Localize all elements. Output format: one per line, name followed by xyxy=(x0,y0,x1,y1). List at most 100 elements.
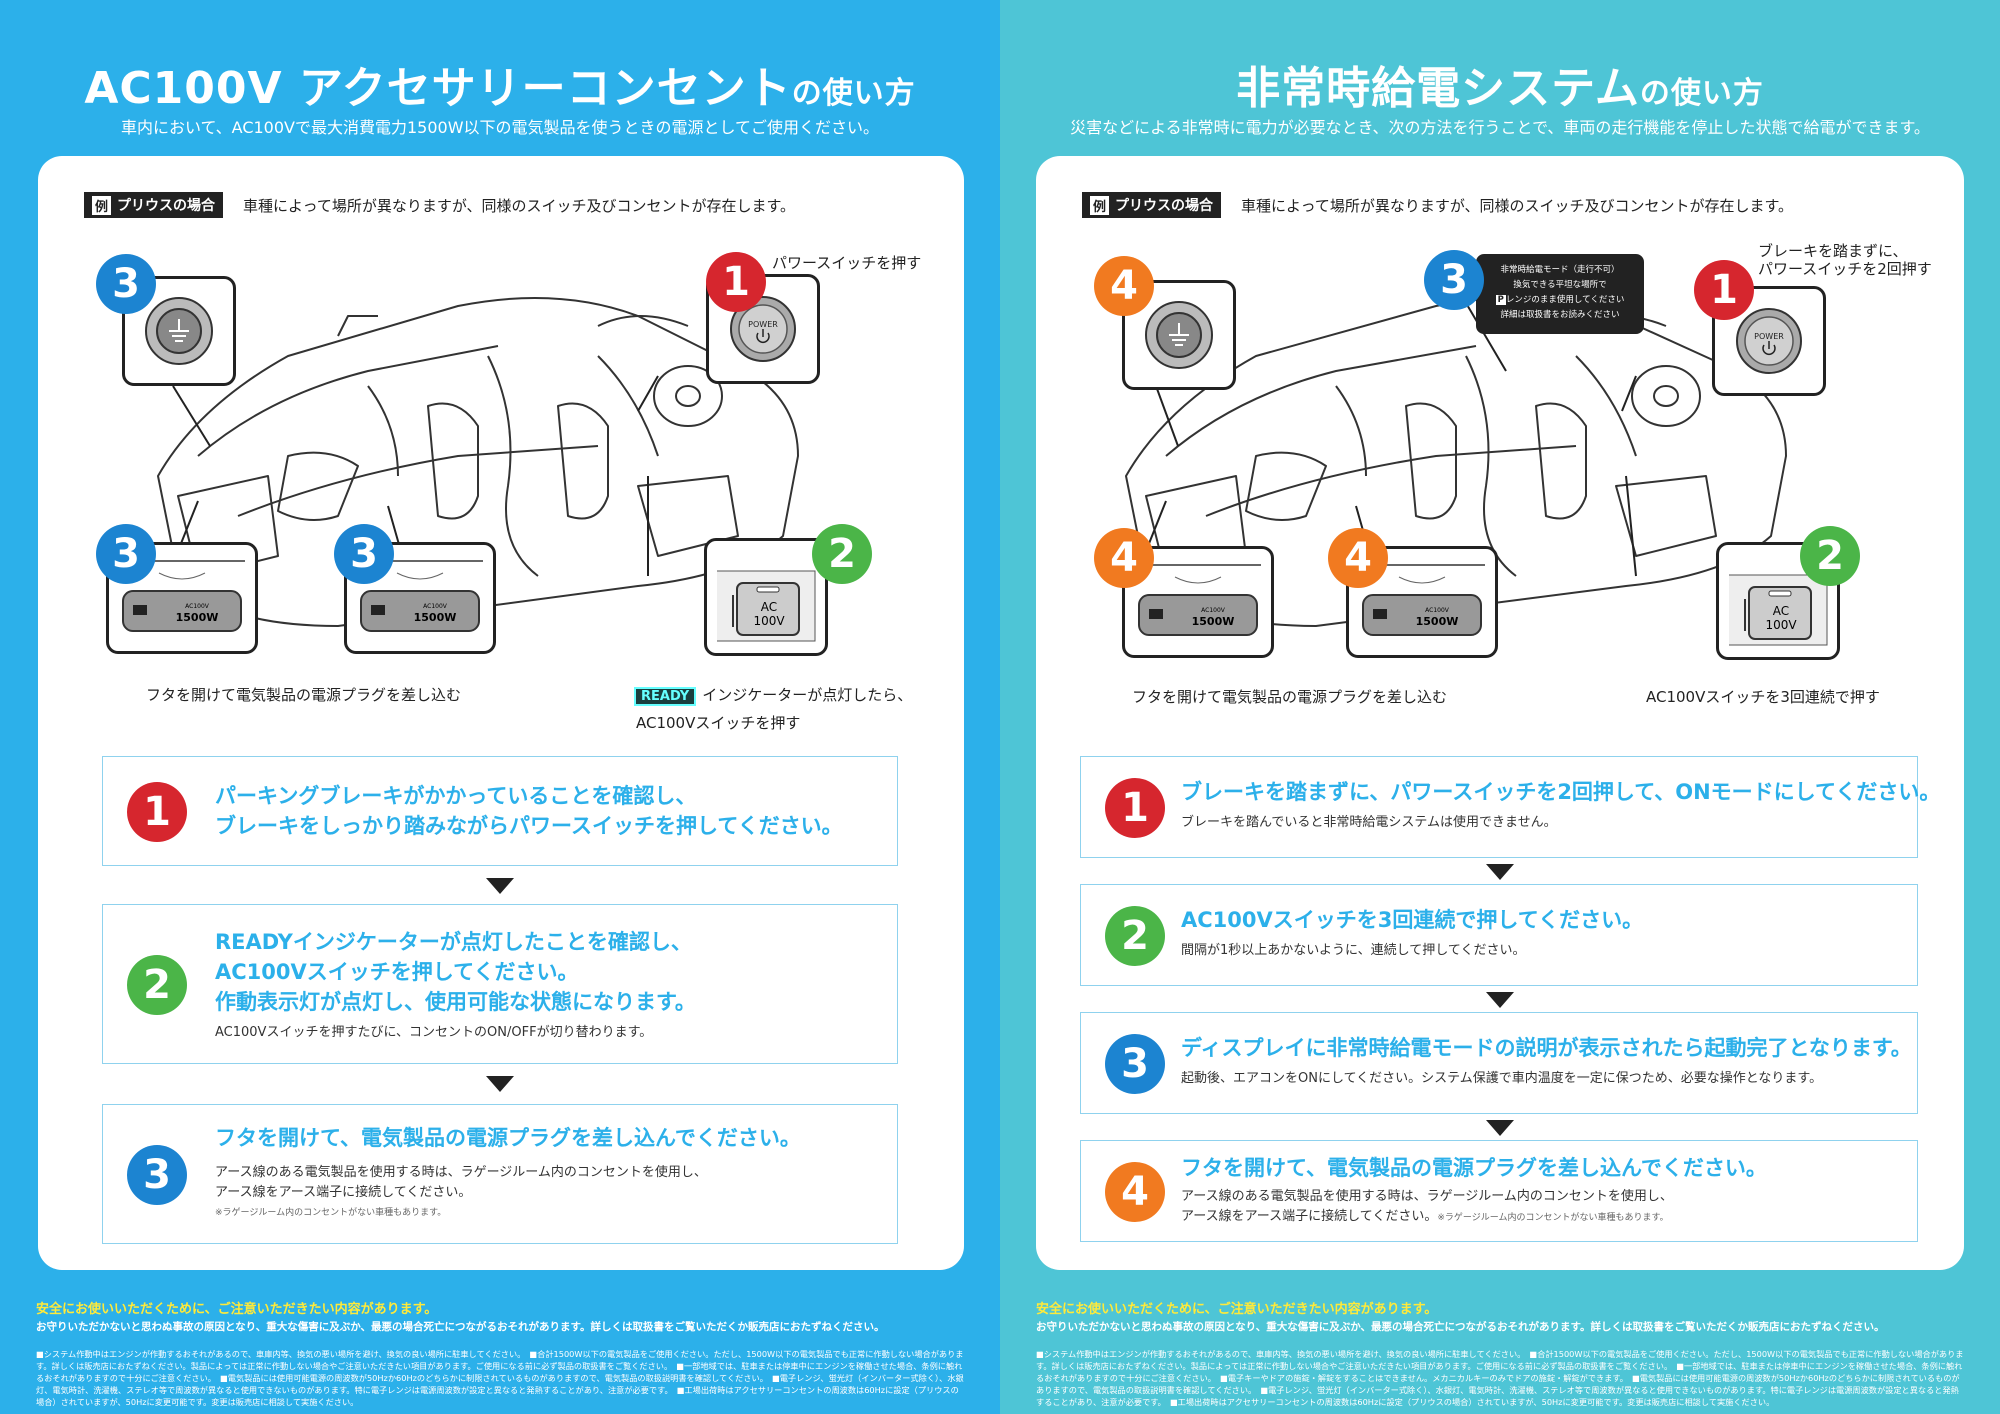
example-rei: 例 xyxy=(1090,195,1110,215)
outlet-big-text: 1500W xyxy=(414,611,457,624)
label-switch: AC100Vスイッチを3回連続で押す xyxy=(1646,688,1880,706)
example-tag-label: プリウスの場合 xyxy=(117,198,216,214)
step-description-2: アース線をアース端子に接続してください。 xyxy=(215,1185,472,1200)
safety-footer: 安全にお使いいただくために、ご注意いただきたい内容があります。 お守りいただかな… xyxy=(1036,1298,1966,1408)
display-line-2: 換気できる平坦な場所で xyxy=(1513,280,1607,290)
step-description-2-text: アース線をアース端子に接続してください。 xyxy=(1181,1209,1438,1224)
panel-subtitle: 災害などによる非常時に電力が必要なとき、次の方法を行うことで、車両の走行機能を停… xyxy=(1070,118,1930,137)
step-1: 1 パーキングブレーキがかかっていることを確認し、 ブレーキをしっかり踏みながら… xyxy=(102,756,898,866)
callout-number-ground: 3 xyxy=(96,254,156,314)
step-number: 3 xyxy=(127,1145,187,1205)
footer-warning: 安全にお使いいただくために、ご注意いただきたい内容があります。 xyxy=(36,1302,438,1317)
example-tag: 例プリウスの場合 xyxy=(1082,192,1222,218)
display-line-4: 詳細は取扱書をお読みください xyxy=(1500,310,1620,320)
step-heading-line-2: ブレーキをしっかり踏みながらパワースイッチを押してください。 xyxy=(215,814,843,838)
ac-switch-text-1: AC xyxy=(1773,604,1789,618)
ac-switch-text-2: 100V xyxy=(1765,618,1797,632)
label-ready-2: AC100Vスイッチを押す xyxy=(636,714,801,732)
footer-warning: 安全にお使いいただくために、ご注意いただきたい内容があります。 xyxy=(1036,1302,1438,1317)
label-power-2: パワースイッチを2回押す xyxy=(1758,260,1932,278)
step-note: ※ラゲージルーム内のコンセントがない車種もあります。 xyxy=(1437,1213,1669,1223)
emergency-power-panel: 非常時給電システムの使い方 災害などによる非常時に電力が必要なとき、次の方法を行… xyxy=(1000,0,2000,1414)
panel-title: 非常時給電システムの使い方 xyxy=(1000,52,2000,116)
down-arrow-icon xyxy=(486,1076,514,1092)
example-tag-label: プリウスの場合 xyxy=(1115,198,1214,214)
panel-subtitle: 車内において、AC100Vで最大消費電力1500W以下の電気製品を使うときの電源… xyxy=(120,118,880,137)
step-heading: フタを開けて、電気製品の電源プラグを差し込んでください。 xyxy=(1181,1156,1767,1180)
step-3: 3 フタを開けて、電気製品の電源プラグを差し込んでください。 アース線のある電気… xyxy=(102,1104,898,1244)
callout-number-ground: 4 xyxy=(1094,256,1154,316)
callout-number-outlet-b: 4 xyxy=(1328,528,1388,588)
callout-number-power: 1 xyxy=(706,252,766,312)
footer-warning-line: お守りいただかないと思わぬ事故の原因となり、重大な傷害に及ぶか、最悪の場合死亡に… xyxy=(1036,1321,1885,1333)
callout-number-outlet-a: 4 xyxy=(1094,528,1154,588)
step-heading-line-2: AC100Vスイッチを押してください。 xyxy=(215,960,579,984)
step-heading-line-3: 作動表示灯が点灯し、使用可能な状態になります。 xyxy=(215,990,696,1014)
step-description: ブレーキを踏んでいると非常時給電システムは使用できません。 xyxy=(1181,815,1557,830)
step-heading-line-1: パーキングブレーキがかかっていることを確認し、 xyxy=(215,784,697,808)
outlet-small-text: AC100V xyxy=(423,603,448,610)
label-outlet: フタを開けて電気製品の電源プラグを差し込む xyxy=(146,686,462,704)
ac-switch-icon: AC 100V xyxy=(1729,574,1828,646)
outlet-callout-b: AC100V 1500W xyxy=(1346,546,1498,658)
label-power: パワースイッチを押す xyxy=(772,254,922,272)
power-btn-text: POWER xyxy=(748,320,778,329)
step-heading: AC100Vスイッチを3回連続で押してください。 xyxy=(1181,908,1644,932)
callout-number-power: 1 xyxy=(1694,260,1754,320)
title-main: 非常時給電システム xyxy=(1236,63,1640,114)
step-1: 1 ブレーキを踏まずに、パワースイッチを2回押して、ONモードにしてください。 … xyxy=(1080,756,1940,858)
outlet-cover-icon: AC100V 1500W xyxy=(1359,564,1485,636)
callout-number-outlet-b: 3 xyxy=(334,524,394,584)
step-description-2: アース線をアース端子に接続してください。※ラゲージルーム内のコンセントがない車種… xyxy=(1181,1207,1669,1228)
step-number: 4 xyxy=(1105,1162,1165,1222)
outlet-small-text: AC100V xyxy=(185,603,210,610)
step-note: ※ラゲージルーム内のコンセントがない車種もあります。 xyxy=(215,1208,447,1218)
example-row: 例プリウスの場合 車種によって場所が異なりますが、同様のスイッチ及びコンセントが… xyxy=(84,192,795,218)
car-interior-illustration xyxy=(157,297,799,627)
display-p-badge: P xyxy=(1495,295,1506,305)
step-description-1: アース線のある電気製品を使用する時は、ラゲージルーム内のコンセントを使用し、 xyxy=(1181,1189,1673,1204)
instruction-card: 例プリウスの場合 車種によって場所が異なりますが、同様のスイッチ及びコンセントが… xyxy=(38,156,964,1270)
down-arrow-icon xyxy=(486,878,514,894)
callout-number-outlet-a: 3 xyxy=(96,524,156,584)
down-arrow-icon xyxy=(1486,992,1514,1008)
example-text: 車種によって場所が異なりますが、同様のスイッチ及びコンセントが存在します。 xyxy=(1241,196,1794,215)
step-description: 間隔が1秒以上あかないように、連続して押してください。 xyxy=(1181,943,1526,958)
ac-switch-icon: AC 100V xyxy=(717,570,816,642)
step-2: 2 READYインジケーターが点灯したことを確認し、 AC100Vスイッチを押し… xyxy=(102,904,898,1064)
panel-title: AC100V アクセサリーコンセントの使い方 xyxy=(0,52,1000,116)
display-line-1: 非常時給電モード（走行不可） xyxy=(1500,265,1620,275)
title-suffix: の使い方 xyxy=(1639,76,1764,111)
footer-body: ■システム作動中はエンジンが作動するおそれがあるので、車庫内等、換気の悪い場所を… xyxy=(36,1349,964,1407)
example-tag: 例プリウスの場合 xyxy=(84,192,224,218)
accessory-outlet-panel: AC100V アクセサリーコンセントの使い方 車内において、AC100Vで最大消… xyxy=(0,0,1000,1414)
step-3: 3 ディスプレイに非常時給電モードの説明が表示されたら起動完了となります。 起動… xyxy=(1080,1012,1918,1114)
callout-number-display: 3 xyxy=(1424,250,1484,310)
label-power-1: ブレーキを踏まずに、 xyxy=(1758,242,1908,260)
outlet-small-text: AC100V xyxy=(1425,607,1450,614)
instruction-card: 例プリウスの場合 車種によって場所が異なりますが、同様のスイッチ及びコンセントが… xyxy=(1036,156,1964,1270)
outlet-big-text: 1500W xyxy=(1416,615,1459,628)
step-heading: フタを開けて、電気製品の電源プラグを差し込んでください。 xyxy=(215,1126,801,1150)
step-number: 3 xyxy=(1105,1034,1165,1094)
label-outlet: フタを開けて電気製品の電源プラグを差し込む xyxy=(1132,688,1448,706)
outlet-big-text: 1500W xyxy=(1192,615,1235,628)
display-line-3-text: レンジのまま使用してください xyxy=(1505,295,1625,305)
outlet-big-text: 1500W xyxy=(176,611,219,624)
step-heading: ブレーキを踏まずに、パワースイッチを2回押して、ONモードにしてください。 xyxy=(1181,780,1941,804)
power-button-icon: POWER xyxy=(730,296,796,362)
outlet-cover-icon: AC100V 1500W xyxy=(1135,564,1261,636)
ready-indicator-badge: READY xyxy=(634,687,697,706)
power-btn-text: POWER xyxy=(1754,332,1784,341)
title-main: AC100V アクセサリーコンセント xyxy=(84,63,792,114)
step-description-1: アース線のある電気製品を使用する時は、ラゲージルーム内のコンセントを使用し、 xyxy=(215,1165,707,1180)
down-arrow-icon xyxy=(1486,864,1514,880)
ac-switch-text-1: AC xyxy=(761,600,777,614)
safety-footer: 安全にお使いいただくために、ご注意いただきたい内容があります。 お守りいただかな… xyxy=(36,1298,966,1408)
step-description: AC100Vスイッチを押すたびに、コンセントのON/OFFが切り替わります。 xyxy=(215,1025,653,1040)
power-button-icon: POWER xyxy=(1736,308,1802,374)
example-row: 例プリウスの場合 車種によって場所が異なりますが、同様のスイッチ及びコンセントが… xyxy=(1082,192,1793,218)
